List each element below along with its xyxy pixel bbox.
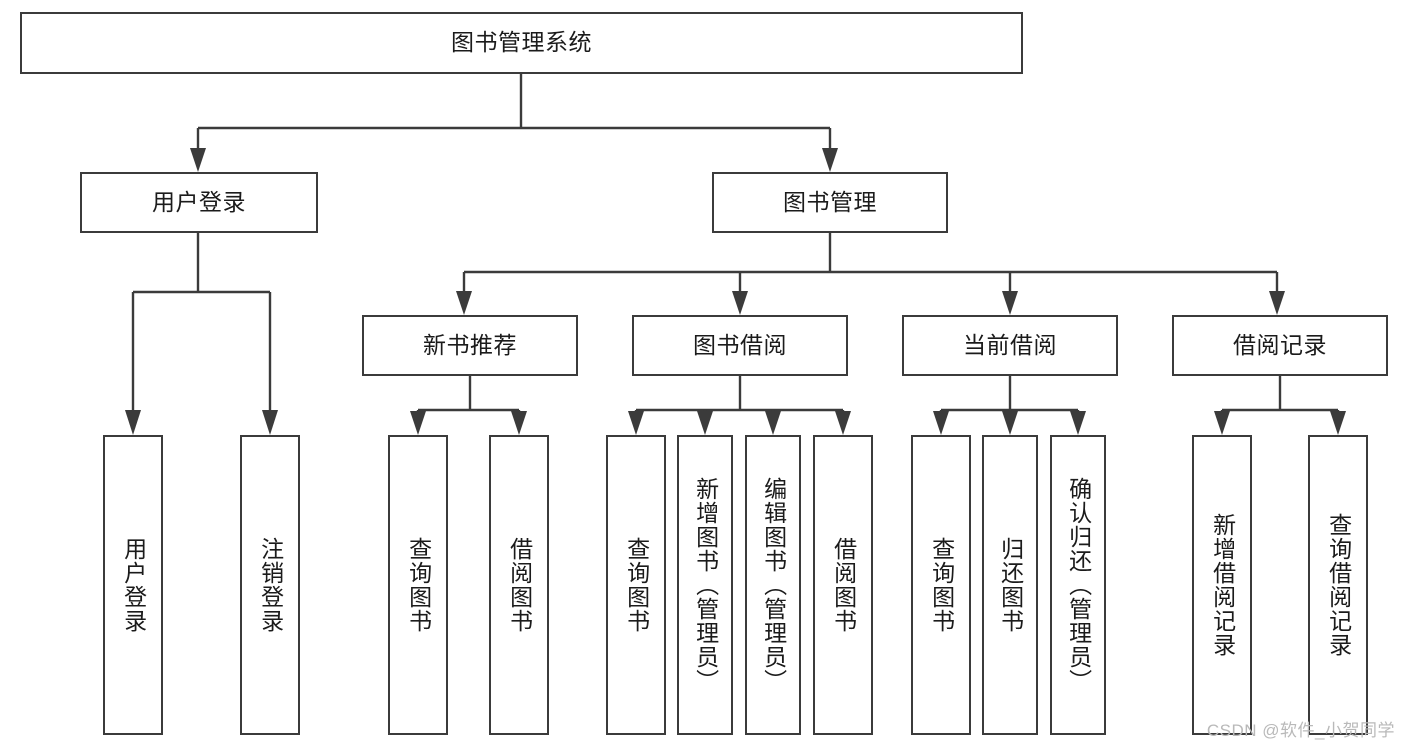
leaf-query-book-borrow[interactable]: 查询图书 [606, 435, 666, 735]
node-label: 新书推荐 [423, 331, 517, 358]
node-new-book-recommend[interactable]: 新书推荐 [362, 315, 578, 376]
arrow-borrow-leaf3 [765, 411, 781, 435]
arrow-current-leaf2 [1002, 411, 1018, 435]
arrow-borrow-leaf1 [628, 411, 644, 435]
node-label: 查询图书 [928, 537, 955, 633]
node-label: 确认归还（管理员） [1065, 477, 1092, 693]
leaf-query-borrow-record[interactable]: 查询借阅记录 [1308, 435, 1368, 735]
leaf-add-borrow-record[interactable]: 新增借阅记录 [1192, 435, 1252, 735]
node-label: 借阅图书 [506, 537, 533, 633]
node-label: 用户登录 [152, 188, 246, 215]
leaf-confirm-return-admin[interactable]: 确认归还（管理员） [1050, 435, 1106, 735]
node-label: 图书管理 [783, 188, 877, 215]
arrow-newbook-leaf1 [410, 411, 426, 435]
leaf-borrow-book[interactable]: 借阅图书 [813, 435, 873, 735]
leaf-edit-book-admin[interactable]: 编辑图书（管理员） [745, 435, 801, 735]
arrow-borrow-leaf2 [697, 411, 713, 435]
node-label: 当前借阅 [963, 331, 1057, 358]
arrow-records-leaf1 [1214, 411, 1230, 435]
arrow-borrow-records [1269, 291, 1285, 315]
node-label: 注销登录 [257, 537, 284, 633]
node-borrow-records[interactable]: 借阅记录 [1172, 315, 1388, 376]
arrow-records-leaf2 [1330, 411, 1346, 435]
node-label: 借阅图书 [830, 537, 857, 633]
leaf-user-login[interactable]: 用户登录 [103, 435, 163, 735]
arrow-user-login [190, 148, 206, 172]
leaf-return-book[interactable]: 归还图书 [982, 435, 1038, 735]
arrow-new-book [456, 291, 472, 315]
node-label: 新增图书（管理员） [692, 477, 719, 693]
node-label: 图书管理系统 [451, 29, 592, 56]
arrow-book-mgmt [822, 148, 838, 172]
leaf-borrow-book-recommend[interactable]: 借阅图书 [489, 435, 549, 735]
arrow-current-leaf1 [933, 411, 949, 435]
node-user-login[interactable]: 用户登录 [80, 172, 318, 233]
node-label: 查询借阅记录 [1325, 513, 1352, 657]
arrow-leaf-logout [262, 410, 278, 435]
arrow-newbook-leaf2 [511, 411, 527, 435]
node-label: 归还图书 [997, 537, 1024, 633]
node-current-borrow[interactable]: 当前借阅 [902, 315, 1118, 376]
node-book-borrow[interactable]: 图书借阅 [632, 315, 848, 376]
watermark-text: CSDN @软件_小贺同学 [1206, 721, 1395, 740]
leaf-add-book-admin[interactable]: 新增图书（管理员） [677, 435, 733, 735]
node-label: 查询图书 [623, 537, 650, 633]
arrow-book-borrow [732, 291, 748, 315]
node-label: 图书借阅 [693, 331, 787, 358]
leaf-query-book-current[interactable]: 查询图书 [911, 435, 971, 735]
arrow-current-borrow [1002, 291, 1018, 315]
node-label: 借阅记录 [1233, 331, 1327, 358]
node-label: 编辑图书（管理员） [760, 477, 787, 693]
arrow-borrow-leaf4 [835, 411, 851, 435]
node-book-management-system[interactable]: 图书管理系统 [20, 12, 1023, 74]
arrow-current-leaf3 [1070, 411, 1086, 435]
leaf-query-book-recommend[interactable]: 查询图书 [388, 435, 448, 735]
leaf-logout[interactable]: 注销登录 [240, 435, 300, 735]
arrow-leaf-user-login [125, 410, 141, 435]
node-label: 用户登录 [120, 537, 147, 633]
node-label: 新增借阅记录 [1209, 513, 1236, 657]
node-book-management[interactable]: 图书管理 [712, 172, 948, 233]
node-label: 查询图书 [405, 537, 432, 633]
